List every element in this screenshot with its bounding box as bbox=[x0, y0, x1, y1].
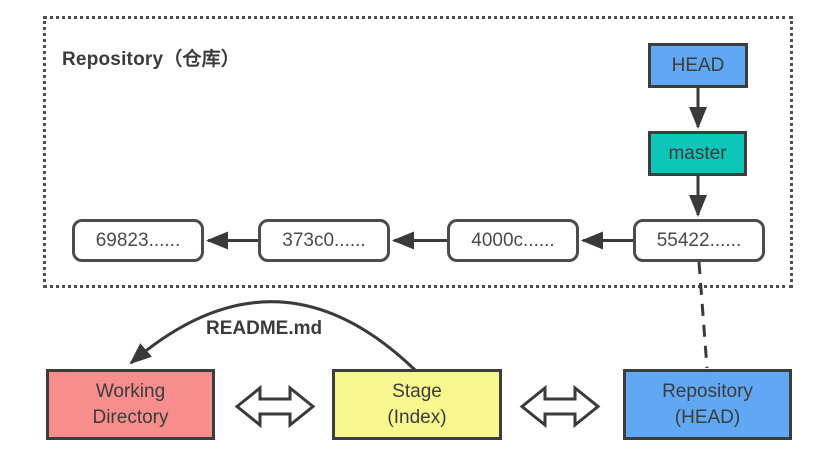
repository-head-label-line1: Repository bbox=[662, 380, 753, 402]
working-directory-label-line2: Directory bbox=[92, 406, 169, 428]
readme-file-label: README.md bbox=[206, 318, 323, 339]
repository-head-box: Repository (HEAD) bbox=[623, 369, 792, 440]
commit-id-label: 55422...... bbox=[656, 229, 742, 251]
commit-id-label: 373c0...... bbox=[282, 229, 366, 251]
commit-box-69823: 69823...... bbox=[72, 219, 204, 262]
repository-title: Repository（仓库） bbox=[62, 49, 241, 70]
repository-head-label-line2: (HEAD) bbox=[674, 406, 741, 428]
double-arrow-wd-stage bbox=[234, 384, 316, 429]
commit-box-4000c: 4000c...... bbox=[447, 219, 579, 262]
commit-id-label: 4000c...... bbox=[471, 229, 555, 251]
commit-id-label: 69823...... bbox=[95, 229, 181, 251]
working-directory-box: Working Directory bbox=[46, 369, 215, 440]
master-ref-label: master bbox=[668, 142, 727, 164]
master-ref-box: master bbox=[648, 131, 747, 176]
stage-index-box: Stage (Index) bbox=[332, 369, 502, 440]
head-ref-label: HEAD bbox=[671, 54, 725, 76]
commit-box-373c0: 373c0...... bbox=[258, 219, 390, 262]
working-directory-label-line1: Working bbox=[95, 380, 166, 402]
commit-box-55422: 55422...... bbox=[633, 219, 765, 262]
stage-label-line2: (Index) bbox=[387, 406, 447, 428]
head-ref-box: HEAD bbox=[648, 43, 748, 88]
repository-container bbox=[43, 16, 793, 288]
stage-label-line1: Stage bbox=[392, 380, 442, 402]
double-arrow-stage-repository bbox=[519, 384, 601, 429]
